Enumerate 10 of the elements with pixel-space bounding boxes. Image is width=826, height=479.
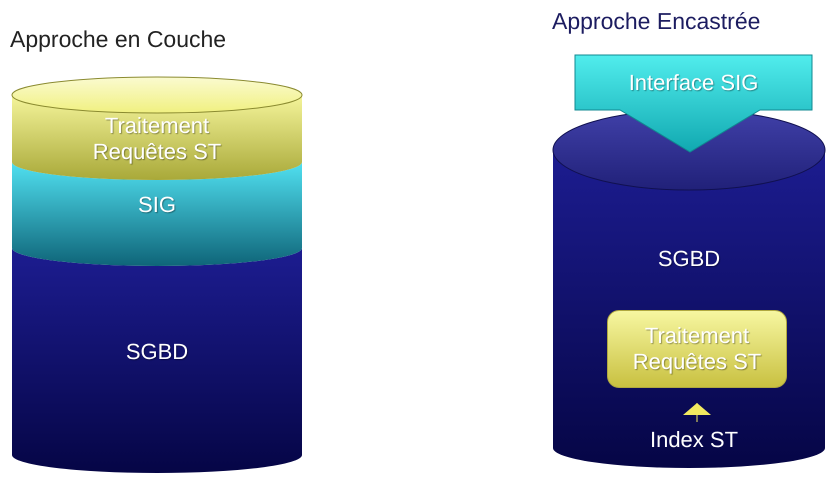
process-box: Traitement Requêtes ST — [607, 310, 787, 388]
database-label: SGBD — [656, 246, 722, 272]
layer-label: Traitement Requêtes ST — [92, 113, 222, 165]
layer-label: SIG — [137, 192, 177, 218]
layer-label: SGBD — [124, 338, 190, 364]
heading: Approche Encastrée — [552, 8, 760, 35]
arrow — [683, 402, 711, 422]
index-label: Index ST — [634, 426, 754, 454]
heading: Approche en Couche — [10, 26, 226, 53]
arrow-label: Interface SIG — [628, 70, 760, 96]
